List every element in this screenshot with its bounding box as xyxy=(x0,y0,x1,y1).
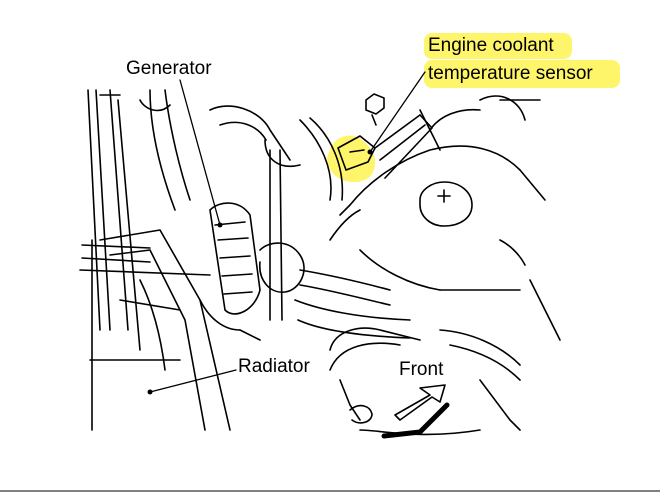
sensor-label-highlight-1 xyxy=(424,33,572,59)
radiator-body xyxy=(89,229,231,431)
generator-body xyxy=(139,89,261,341)
hose-assembly xyxy=(209,105,411,339)
engine-block xyxy=(329,95,561,341)
generator-label: Generator xyxy=(126,58,212,79)
left-frame xyxy=(79,89,211,351)
sensor-label-highlight-2 xyxy=(424,60,620,88)
front-arrow-icon xyxy=(381,384,450,439)
front-label: Front xyxy=(399,359,444,380)
sensor-leader xyxy=(369,71,426,153)
sensor-label-line-2: temperature sensor xyxy=(428,63,593,84)
bolt xyxy=(365,93,385,126)
radiator-leader-dot xyxy=(147,389,153,395)
generator-leader-dot xyxy=(217,222,223,228)
lower-hoses xyxy=(329,327,521,436)
leader-lines xyxy=(149,71,426,393)
sensor-label-line-1: Engine coolant xyxy=(428,35,554,56)
coolant-sensor xyxy=(337,114,433,179)
radiator-label: Radiator xyxy=(238,356,310,377)
radiator-leader xyxy=(149,369,237,393)
sensor-leader-dot xyxy=(367,149,373,155)
generator-leader xyxy=(179,79,221,226)
